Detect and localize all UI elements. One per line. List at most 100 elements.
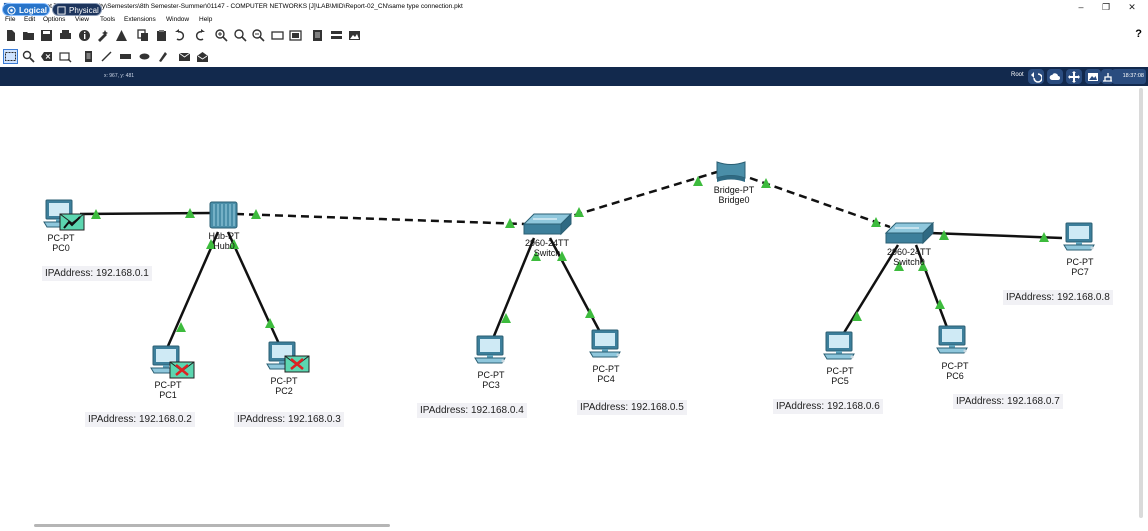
menu-extensions[interactable]: Extensions <box>124 16 156 23</box>
info-icon[interactable] <box>78 29 91 42</box>
pc4-device[interactable] <box>589 329 621 358</box>
link-switch-bridge0[interactable] <box>561 170 718 221</box>
device-type: 2960-24TT <box>524 238 570 248</box>
print-icon[interactable] <box>59 29 72 42</box>
draw-rectangle-icon[interactable] <box>119 50 132 63</box>
pc2-ip-label[interactable]: IPAddress: 192.168.0.3 <box>234 412 344 427</box>
logical-workspace[interactable] <box>0 86 1148 531</box>
device-name: PC6 <box>946 371 964 381</box>
set-tiled-background-button[interactable] <box>1085 69 1101 84</box>
minimize-button[interactable]: – <box>1078 2 1084 12</box>
menu-window[interactable]: Window <box>166 16 190 23</box>
link-switch0-pc5[interactable] <box>840 244 900 337</box>
menu-file[interactable]: File <box>5 16 16 23</box>
undo-icon[interactable] <box>174 29 187 42</box>
pc7-ip-label[interactable]: IPAddress: 192.168.0.8 <box>1003 290 1113 305</box>
activity-wizard-icon[interactable] <box>96 29 109 42</box>
link-switch0-pc6[interactable] <box>914 244 950 331</box>
cloud-button[interactable] <box>1047 69 1063 84</box>
link-switch-pc3[interactable] <box>492 237 536 337</box>
physical-view-icon <box>57 6 66 15</box>
device-name: PC5 <box>831 376 849 386</box>
open-folder-icon[interactable] <box>22 29 35 42</box>
pc5-device[interactable] <box>823 331 855 360</box>
redo-icon[interactable] <box>193 29 206 42</box>
resize-tool-icon[interactable] <box>59 50 72 63</box>
pc0-ip-label[interactable]: IPAddress: 192.168.0.1 <box>42 266 152 281</box>
link-bridge0-switch0[interactable] <box>749 176 891 229</box>
vertical-scrollbar[interactable] <box>1138 88 1144 518</box>
link-up-indicator <box>918 261 928 271</box>
menu-help[interactable]: Help <box>199 16 213 23</box>
copy-icon[interactable] <box>137 29 150 42</box>
draw-line-icon[interactable] <box>100 50 113 63</box>
link-up-indicator <box>505 218 515 228</box>
network-status-button[interactable] <box>1101 69 1114 84</box>
pc1-ip-label[interactable]: IPAddress: 192.168.0.2 <box>85 412 195 427</box>
switch-device[interactable] <box>522 212 573 236</box>
pc5-ip-label[interactable]: IPAddress: 192.168.0.6 <box>773 399 883 414</box>
menu-options[interactable]: Options <box>43 16 66 23</box>
link-hub0-pc1[interactable] <box>166 231 220 347</box>
bridge0-device[interactable] <box>716 161 746 182</box>
tab-logical-label: Logical <box>19 6 48 15</box>
link-up-indicator <box>501 313 511 323</box>
pc6-ip-label[interactable]: IPAddress: 192.168.0.7 <box>953 394 1063 409</box>
menu-tools[interactable]: Tools <box>100 16 116 23</box>
pc3-device[interactable] <box>474 335 506 364</box>
tab-logical[interactable]: Logical <box>2 3 50 16</box>
save-icon[interactable] <box>40 29 53 42</box>
custom-devices-icon[interactable] <box>289 29 302 42</box>
menu-edit[interactable]: Edit <box>24 16 36 23</box>
place-note-icon[interactable] <box>82 50 95 63</box>
link-switch0-pc7[interactable] <box>929 231 1063 240</box>
link-up-indicator <box>229 239 239 249</box>
zoom-reset-icon[interactable] <box>234 29 247 42</box>
hub0-device[interactable] <box>209 201 238 229</box>
vertical-scroll-thumb[interactable] <box>1139 88 1143 518</box>
switch0-device[interactable] <box>884 221 935 245</box>
device-list-icon[interactable] <box>330 29 343 42</box>
pc3-ip-label[interactable]: IPAddress: 192.168.0.4 <box>417 403 527 418</box>
draw-ellipse-icon[interactable] <box>138 50 151 63</box>
close-button[interactable]: ✕ <box>1128 2 1136 12</box>
viewport-button[interactable] <box>1066 69 1082 84</box>
pc7-device[interactable] <box>1063 222 1095 251</box>
notes-icon[interactable] <box>311 29 324 42</box>
add-complex-pdu-icon[interactable] <box>196 50 209 63</box>
add-simple-pdu-icon[interactable] <box>178 50 191 63</box>
new-file-icon[interactable] <box>4 29 17 42</box>
device-type: Bridge-PT <box>713 185 755 195</box>
paste-icon[interactable] <box>155 29 168 42</box>
image-icon[interactable] <box>348 29 361 42</box>
zoom-in-icon[interactable] <box>215 29 228 42</box>
select-tool-icon[interactable] <box>3 49 18 64</box>
maximize-button[interactable]: ❐ <box>1101 2 1111 12</box>
freeform-tool-icon[interactable] <box>156 50 169 63</box>
menu-view[interactable]: View <box>75 16 89 23</box>
horizontal-scrollbar[interactable] <box>34 524 390 527</box>
inspect-tool-icon[interactable] <box>22 50 35 63</box>
pc4-ip-label[interactable]: IPAddress: 192.168.0.5 <box>577 400 687 415</box>
pc6-device[interactable] <box>936 325 968 354</box>
tab-physical[interactable]: Physical <box>52 3 102 16</box>
network-info-icon[interactable] <box>115 29 128 42</box>
help-button[interactable]: ? <box>1135 28 1142 40</box>
back-button[interactable] <box>1028 69 1044 84</box>
link-hub0-switch[interactable] <box>235 212 526 226</box>
drawing-palette-icon[interactable] <box>271 29 284 42</box>
delete-tool-icon[interactable] <box>40 50 53 63</box>
zoom-out-icon[interactable] <box>252 29 265 42</box>
